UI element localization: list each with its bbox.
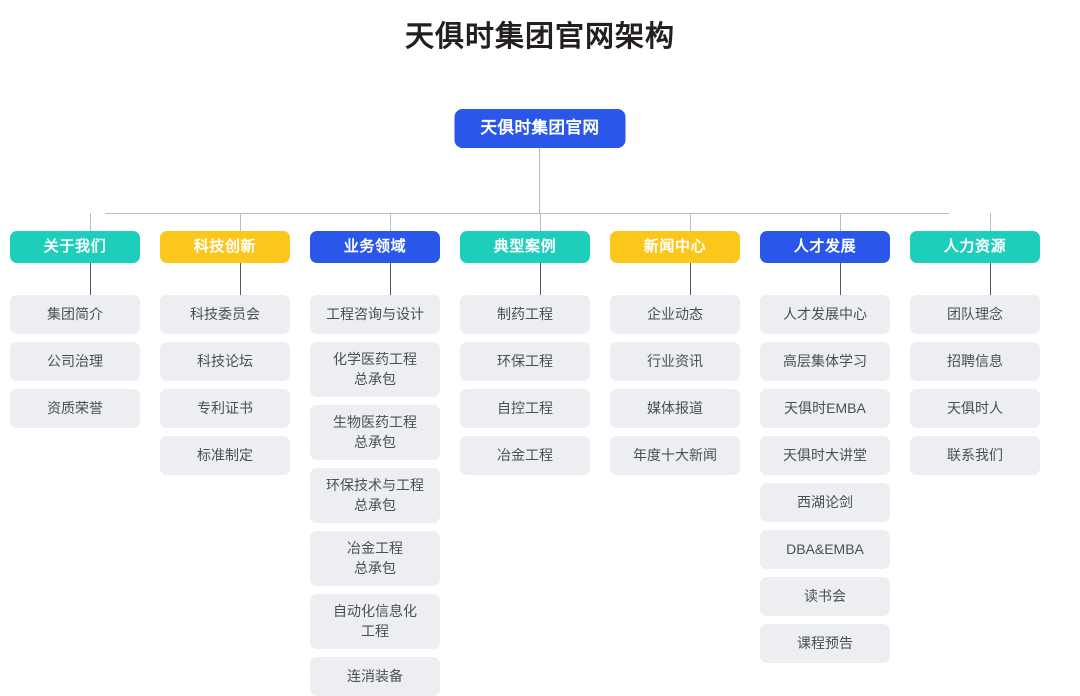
item-card[interactable]: 西湖论剑 xyxy=(760,483,890,522)
item-card[interactable]: 读书会 xyxy=(760,577,890,616)
item-card[interactable]: 化学医药工程 总承包 xyxy=(310,342,440,397)
root-node[interactable]: 天俱时集团官网 xyxy=(454,109,626,148)
connector-drop-2 xyxy=(240,213,241,231)
connector-root-stem xyxy=(539,148,540,214)
item-card[interactable]: 生物医药工程 总承包 xyxy=(310,405,440,460)
item-card[interactable]: 冶金工程 xyxy=(460,436,590,475)
item-card[interactable]: 天俱时EMBA xyxy=(760,389,890,428)
item-card[interactable]: 环保工程 xyxy=(460,342,590,381)
page-title: 天俱时集团官网架构 xyxy=(404,21,675,53)
connector-drop-4 xyxy=(540,213,541,231)
item-card[interactable]: 行业资讯 xyxy=(610,342,740,381)
column-4: 典型案例制药工程环保工程自控工程冶金工程 xyxy=(450,231,600,475)
column-items-6: 人才发展中心高层集体学习天俱时EMBA 天俱时大讲堂西湖论剑 DBA&EMBA 读书会… xyxy=(760,295,890,663)
item-card[interactable]: 科技论坛 xyxy=(160,342,290,381)
item-card[interactable]: 高层集体学习 xyxy=(760,342,890,381)
item-card[interactable]: 企业动态 xyxy=(610,295,740,334)
item-card[interactable]: 年度十大新闻 xyxy=(610,436,740,475)
item-card[interactable]: DBA&EMBA xyxy=(760,530,890,569)
item-card[interactable]: 冶金工程 总承包 xyxy=(310,531,440,586)
item-card[interactable]: 集团简介 xyxy=(10,295,140,334)
connector-horizontal-bus xyxy=(105,213,949,214)
column-1: 关于我们集团简介公司治理资质荣誉 xyxy=(0,231,150,428)
column-items-3: 工程咨询与设计化学医药工程 总承包生物医药工程 总承包环保技术与工程 总承包冶金… xyxy=(310,295,440,696)
column-items-7: 团队理念招聘信息天俱时人联系我们 xyxy=(910,295,1040,475)
column-2: 科技创新科技委员会科技论坛专利证书标准制定 xyxy=(150,231,300,475)
item-card[interactable]: 课程预告 xyxy=(760,624,890,663)
item-card[interactable]: 公司治理 xyxy=(10,342,140,381)
connector-header-to-items-4 xyxy=(540,263,541,295)
connector-header-to-items-7 xyxy=(990,263,991,295)
connector-drop-7 xyxy=(990,213,991,231)
item-card[interactable]: 专利证书 xyxy=(160,389,290,428)
column-3: 业务领域工程咨询与设计化学医药工程 总承包生物医药工程 总承包环保技术与工程 总… xyxy=(300,231,450,696)
column-header-3[interactable]: 业务领域 xyxy=(310,231,440,263)
item-card[interactable]: 联系我们 xyxy=(910,436,1040,475)
connector-header-to-items-2 xyxy=(240,263,241,295)
connector-drop-3 xyxy=(390,213,391,231)
column-header-1[interactable]: 关于我们 xyxy=(10,231,140,263)
column-header-5[interactable]: 新闻中心 xyxy=(610,231,740,263)
item-card[interactable]: 天俱时大讲堂 xyxy=(760,436,890,475)
connector-header-to-items-3 xyxy=(390,263,391,295)
item-card[interactable]: 招聘信息 xyxy=(910,342,1040,381)
connector-drop-5 xyxy=(690,213,691,231)
column-6: 人才发展人才发展中心高层集体学习天俱时EMBA 天俱时大讲堂西湖论剑 DBA&EMB… xyxy=(750,231,900,663)
column-5: 新闻中心企业动态行业资讯媒体报道年度十大新闻 xyxy=(600,231,750,475)
connector-header-to-items-6 xyxy=(840,263,841,295)
item-card[interactable]: 标准制定 xyxy=(160,436,290,475)
item-card[interactable]: 连消装备 xyxy=(310,657,440,696)
item-card[interactable]: 资质荣誉 xyxy=(10,389,140,428)
item-card[interactable]: 人才发展中心 xyxy=(760,295,890,334)
item-card[interactable]: 制药工程 xyxy=(460,295,590,334)
columns-container: 关于我们集团简介公司治理资质荣誉科技创新科技委员会科技论坛专利证书标准制定业务领… xyxy=(0,231,1080,696)
org-chart-page: 天俱时集团官网架构 天俱时集团官网 关于我们集团简介公司治理资质荣誉科技创新科技… xyxy=(10,21,1040,696)
column-header-6[interactable]: 人才发展 xyxy=(760,231,890,263)
column-7: 人力资源团队理念招聘信息天俱时人联系我们 xyxy=(900,231,1050,475)
item-card[interactable]: 环保技术与工程 总承包 xyxy=(310,468,440,523)
column-header-4[interactable]: 典型案例 xyxy=(460,231,590,263)
item-card[interactable]: 媒体报道 xyxy=(610,389,740,428)
item-card[interactable]: 自动化信息化 工程 xyxy=(310,594,440,649)
connector-drop-1 xyxy=(90,213,91,231)
item-card[interactable]: 团队理念 xyxy=(910,295,1040,334)
item-card[interactable]: 天俱时人 xyxy=(910,389,1040,428)
column-header-7[interactable]: 人力资源 xyxy=(910,231,1040,263)
column-items-1: 集团简介公司治理资质荣誉 xyxy=(10,295,140,428)
connector-header-to-items-5 xyxy=(690,263,691,295)
column-header-2[interactable]: 科技创新 xyxy=(160,231,290,263)
column-items-5: 企业动态行业资讯媒体报道年度十大新闻 xyxy=(610,295,740,475)
column-items-4: 制药工程环保工程自控工程冶金工程 xyxy=(460,295,590,475)
item-card[interactable]: 科技委员会 xyxy=(160,295,290,334)
connector-header-to-items-1 xyxy=(90,263,91,295)
connector-drop-6 xyxy=(840,213,841,231)
column-items-2: 科技委员会科技论坛专利证书标准制定 xyxy=(160,295,290,475)
item-card[interactable]: 自控工程 xyxy=(460,389,590,428)
item-card[interactable]: 工程咨询与设计 xyxy=(310,295,440,334)
